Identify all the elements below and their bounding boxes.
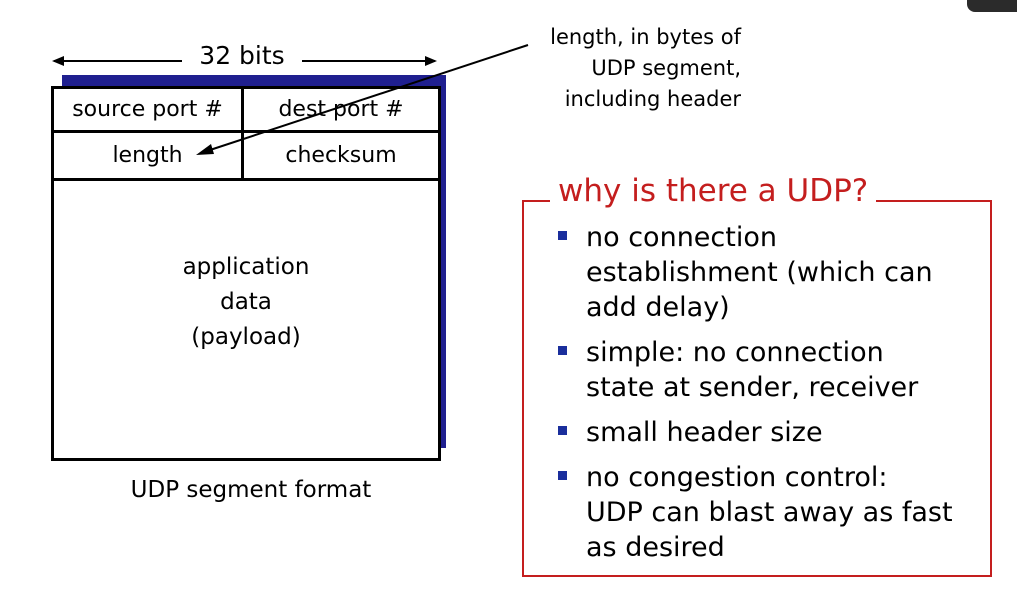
annotation-line: UDP segment, [591,56,741,80]
column-divider [241,89,244,181]
list-item: simple: no connection state at sender, r… [556,335,981,405]
length-field: length [112,143,183,168]
bullet-square-icon [558,346,567,355]
payload-line: (payload) [191,324,301,350]
length-annotation: length, in bytes of UDP segment, includi… [470,22,741,115]
why-udp-list: no connection establishment (which can a… [556,220,981,575]
bullet-square-icon [558,471,567,480]
udp-segment-box [51,86,441,461]
bullet-line: as desired [586,532,725,563]
bullet-line: small header size [586,417,823,448]
list-item: small header size [556,415,981,450]
checksum-field: checksum [285,143,397,168]
bullet-square-icon [558,426,567,435]
dest-port-field: dest port # [278,97,404,122]
bullet-line: state at sender, receiver [586,372,919,403]
payload-line: application [182,254,310,280]
source-port-field: source port # [72,97,223,122]
row-divider-1 [54,130,438,133]
row-divider-2 [54,178,438,181]
bullet-line: no congestion control: [586,462,888,493]
bullet-line: no connection [586,222,777,253]
annotation-line: including header [564,87,741,111]
payload-label: application data (payload) [54,250,438,355]
list-item: no congestion control: UDP can blast awa… [556,460,981,565]
diagram-caption: UDP segment format [130,477,372,503]
why-udp-title: why is there a UDP? [550,170,877,212]
bullet-line: add delay) [586,292,730,323]
bullet-square-icon [558,231,567,240]
bullet-line: UDP can blast away as fast [586,497,953,528]
annotation-line: length, in bytes of [550,25,741,49]
window-corner-tab [967,0,1017,12]
payload-line: data [220,289,272,315]
width-label: 32 bits [182,40,302,72]
bullet-line: establishment (which can [586,257,933,288]
list-item: no connection establishment (which can a… [556,220,981,325]
bullet-line: simple: no connection [586,337,884,368]
